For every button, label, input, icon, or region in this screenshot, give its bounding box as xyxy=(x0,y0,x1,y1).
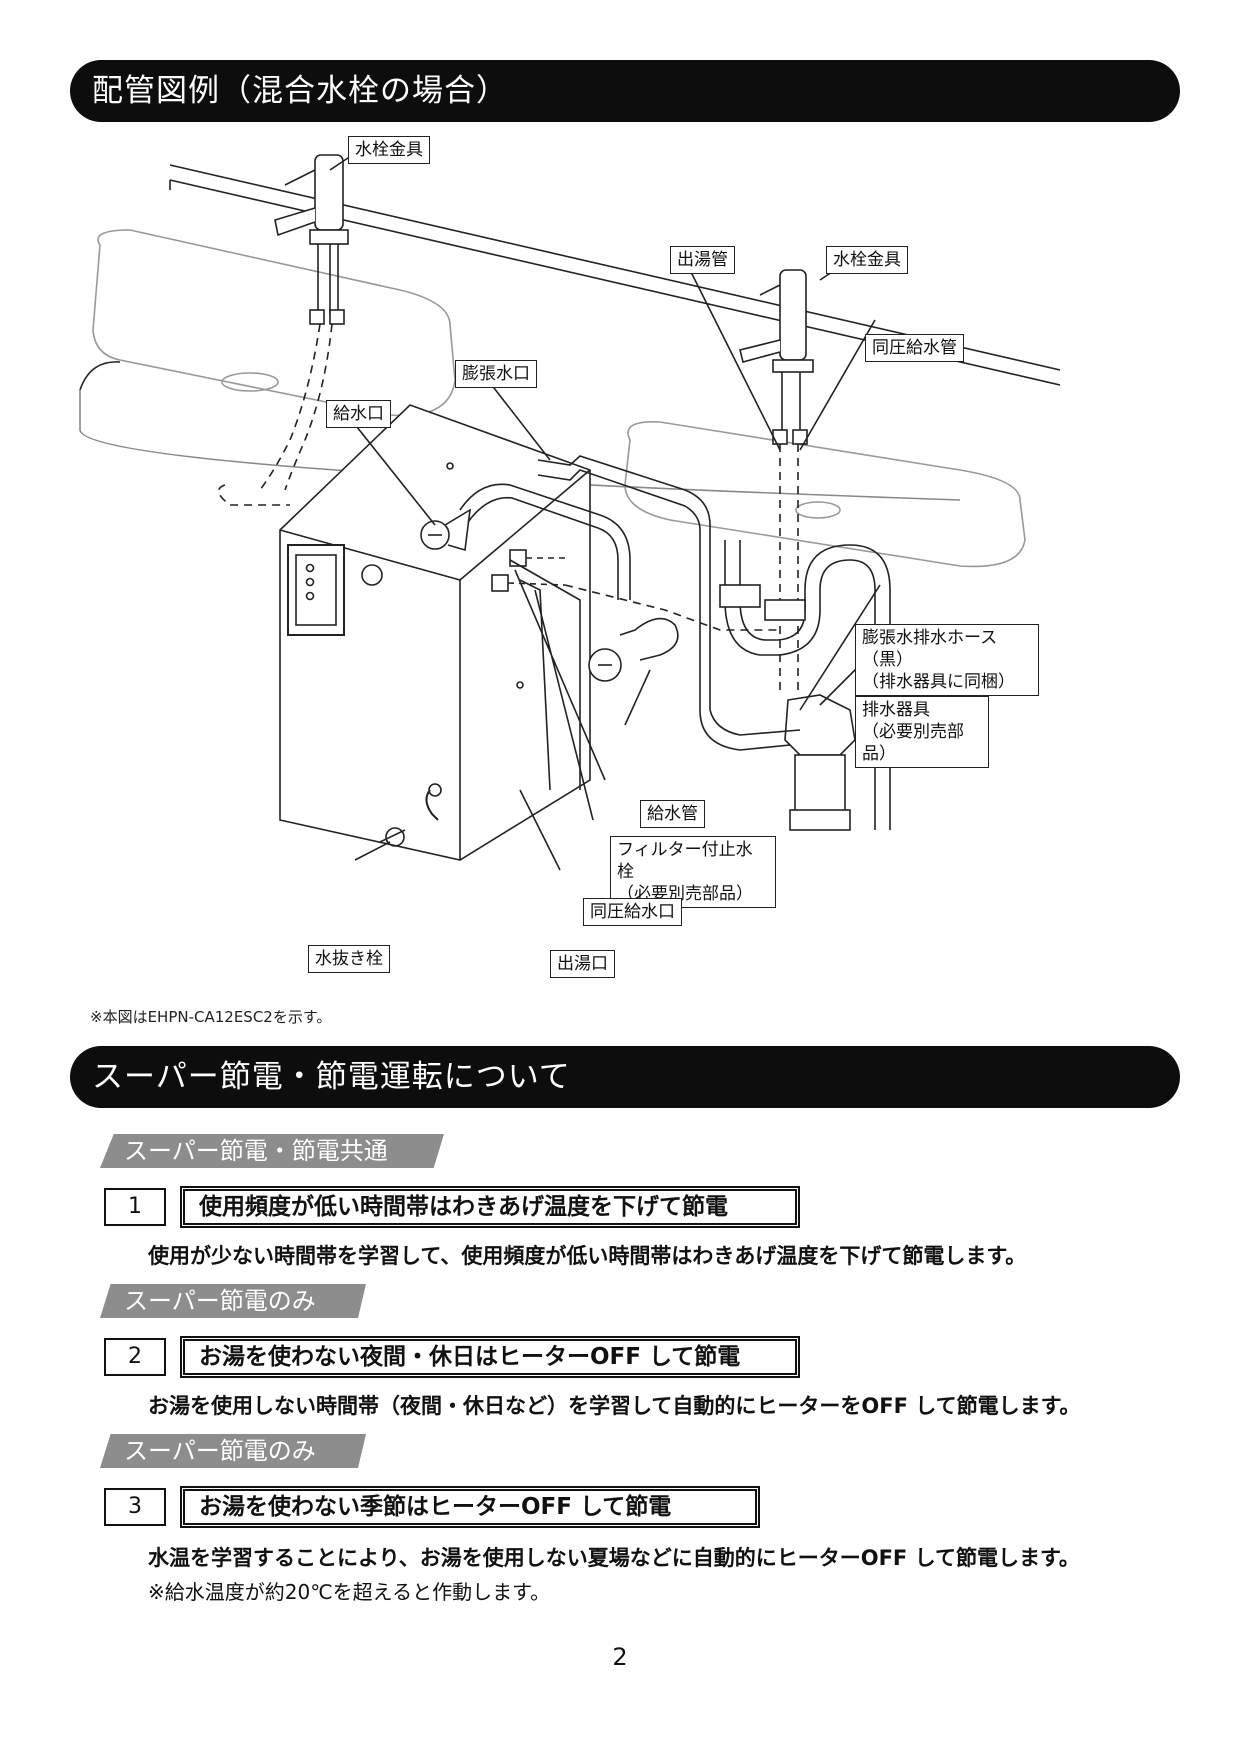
label-expansion-port: 膨張水口 xyxy=(455,360,537,388)
drain-fitting-note: （必要別売部品） xyxy=(862,722,964,764)
filter-valve-text: フィルター付止水栓 xyxy=(617,840,753,882)
label-expansion-hose: 膨張水排水ホース（黒） （排水器具に同梱） xyxy=(855,624,1039,696)
heading-item-1: 使用頻度が低い時間帯はわきあげ温度を下げて節電 xyxy=(180,1186,800,1228)
section-title-power-saving: スーパー節電・節電運転について xyxy=(70,1046,1180,1108)
label-same-pressure-pipe: 同圧給水管 xyxy=(865,334,964,362)
number-box-2: 2 xyxy=(104,1338,166,1376)
description-item-1: 使用が少ない時間帯を学習して、使用頻度が低い時間帯はわきあげ温度を下げて節電しま… xyxy=(148,1244,1027,1268)
label-same-pressure-port: 同圧給水口 xyxy=(583,898,682,926)
label-supply-pipe: 給水管 xyxy=(640,800,705,828)
diagram-note: ※本図はEHPN-CA12ESC2を示す。 xyxy=(90,1008,332,1026)
subnote-item-3: ※給水温度が約20℃を超えると作動します。 xyxy=(148,1580,551,1604)
label-drain-plug: 水抜き栓 xyxy=(308,945,390,973)
tag-item-1: スーパー節電・節電共通 xyxy=(100,1134,444,1168)
expansion-hose-note: （排水器具に同梱） xyxy=(862,672,1015,692)
label-drain-fitting: 排水器具 （必要別売部品） xyxy=(855,696,989,768)
piping-diagram: 水栓金具 出湯管 水栓金具 同圧給水管 膨張水口 給水口 膨張水排水ホース（黒）… xyxy=(60,130,1180,1000)
description-item-2: お湯を使用しない時間帯（夜間・休日など）を学習して自動的にヒーターをOFF して… xyxy=(148,1394,1081,1418)
expansion-hose-text: 膨張水排水ホース（黒） xyxy=(862,628,998,670)
number-box-1: 1 xyxy=(104,1188,166,1226)
tag-item-2: スーパー節電のみ xyxy=(100,1284,366,1318)
label-faucet-right: 水栓金具 xyxy=(826,246,908,274)
section-title-piping: 配管図例（混合水栓の場合） xyxy=(70,60,1180,122)
piping-illustration xyxy=(79,149,1061,871)
number-box-3: 3 xyxy=(104,1488,166,1526)
label-faucet-left: 水栓金具 xyxy=(348,136,430,164)
page-number: 2 xyxy=(612,1643,628,1671)
label-hot-outlet-pipe: 出湯管 xyxy=(670,246,735,274)
heading-item-2: お湯を使わない夜間・休日はヒーターOFF して節電 xyxy=(180,1336,800,1378)
label-hot-outlet-port: 出湯口 xyxy=(550,950,615,978)
drain-fitting-text: 排水器具 xyxy=(862,700,930,720)
label-water-inlet: 給水口 xyxy=(326,400,391,428)
tag-item-3: スーパー節電のみ xyxy=(100,1434,366,1468)
heading-item-3: お湯を使わない季節はヒーターOFF して節電 xyxy=(180,1486,760,1528)
description-item-3: 水温を学習することにより、お湯を使用しない夏場などに自動的にヒーターOFF して… xyxy=(148,1546,1080,1570)
